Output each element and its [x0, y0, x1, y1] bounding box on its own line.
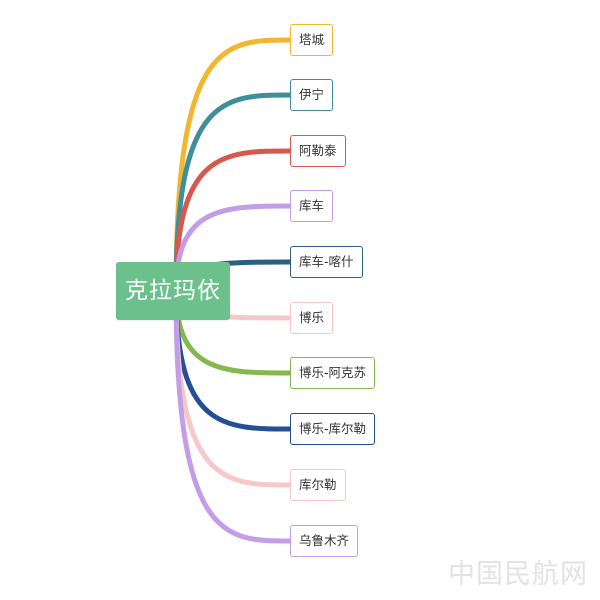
- branch-line-2: [173, 148, 293, 294]
- child-node-aletai[interactable]: 阿勒泰: [290, 135, 346, 167]
- branch-line-0: [173, 37, 293, 294]
- root-node[interactable]: 克拉玛依: [116, 262, 230, 320]
- branch-line-9: [173, 288, 293, 544]
- child-node-bole-akesu[interactable]: 博乐-阿克苏: [290, 357, 376, 389]
- child-node-tacheng[interactable]: 塔城: [290, 24, 334, 56]
- child-node-yining[interactable]: 伊宁: [290, 79, 334, 111]
- child-node-wulumuqi[interactable]: 乌鲁木齐: [290, 525, 359, 557]
- watermark-logo: 中国民航网: [448, 559, 588, 590]
- child-node-bole-kuerle[interactable]: 博乐-库尔勒: [290, 413, 376, 445]
- branch-line-1: [173, 92, 293, 294]
- child-node-bole[interactable]: 博乐: [290, 302, 334, 334]
- child-node-kuerle[interactable]: 库尔勒: [290, 469, 346, 501]
- child-node-kuche-kashi[interactable]: 库车-喀什: [290, 246, 363, 278]
- child-node-kuche[interactable]: 库车: [290, 190, 334, 222]
